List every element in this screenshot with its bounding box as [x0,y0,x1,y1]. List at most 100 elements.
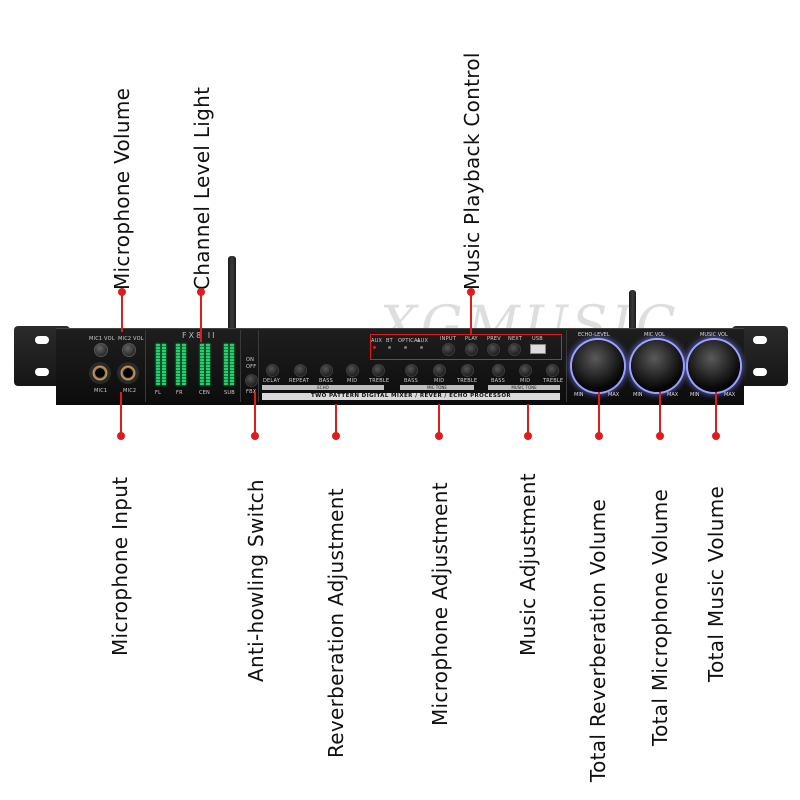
music-mid-button[interactable] [519,364,532,377]
level-led [200,377,204,379]
level-led [156,365,160,367]
level-led [206,365,210,367]
playback-play-label: PLAY [465,336,478,342]
level-led [224,374,228,376]
level-led [162,356,166,358]
level-led [230,377,234,379]
mic2-volume-knob[interactable] [122,343,136,357]
music-treble-button[interactable] [546,364,559,377]
echo-level-knob[interactable] [572,340,624,392]
echo-treble-label: TREBLE [369,378,390,384]
level-led [182,371,186,373]
input-button[interactable] [442,343,455,356]
mic-vol-knob[interactable] [631,340,683,392]
level-led [200,359,204,361]
playback-usb-label: USB [532,336,543,342]
level-led [200,371,204,373]
level-led [162,359,166,361]
mic1-vol-label: MIC1 VOL [89,336,115,342]
echo-delay-button[interactable] [266,364,279,377]
level-led [206,371,210,373]
level-led-column [230,344,234,386]
next-button[interactable] [508,343,521,356]
level-led [156,380,160,382]
prev-button[interactable] [487,343,500,356]
anti-howling-switch[interactable] [245,374,258,387]
brand-logo: FX8 II [182,331,217,340]
label-microphone-volume: Microphone Volume [110,87,134,290]
level-led [156,359,160,361]
level-led [162,344,166,346]
level-led [162,347,166,349]
level-led [182,350,186,352]
level-led-column [176,344,180,386]
level-led [176,365,180,367]
music-vol-max: MAX [724,392,736,398]
mic-treble-label: TREBLE [457,378,478,384]
level-led [176,359,180,361]
mic2-jack[interactable] [117,362,139,384]
mic-mid-button[interactable] [433,364,446,377]
echo-treble-button[interactable] [372,364,385,377]
level-led [224,359,228,361]
level-led [230,344,234,346]
level-led-column [224,344,228,386]
label-music-adjustment: Music Adjustment [516,473,540,656]
indicator-bt: BT [386,338,393,344]
level-led [176,383,180,385]
level-led [162,383,166,385]
level-led [176,350,180,352]
echo-repeat-label: REPEAT [289,378,310,384]
tick-microphone-adjustment [435,404,443,440]
usb-port[interactable] [530,344,546,354]
level-led [206,344,210,346]
playback-control-highlight [370,334,562,360]
level-led [230,353,234,355]
play-button[interactable] [465,343,478,356]
echo-repeat-button[interactable] [294,364,307,377]
level-led [182,347,186,349]
mic-treble-button[interactable] [461,364,474,377]
level-led [206,380,210,382]
label-music-playback-control: Music Playback Control [460,52,484,290]
mic-bass-button[interactable] [405,364,418,377]
level-led-column [206,344,210,386]
level-led [176,353,180,355]
level-led [176,347,180,349]
label-anti-howling-switch: Anti-howling Switch [244,479,268,682]
music-vol-knob[interactable] [688,340,740,392]
level-led [230,371,234,373]
music-vol-knob-label: MUSIC VOL [700,332,728,338]
level-led-column [156,344,160,386]
label-reverberation-adjustment: Reverberation Adjustment [324,488,348,758]
tick-channel-level-light [197,288,205,342]
echo-bass-button[interactable] [320,364,333,377]
level-led [156,371,160,373]
level-led [182,359,186,361]
level-led [182,380,186,382]
level-led [156,368,160,370]
level-led [206,377,210,379]
level-led [182,356,186,358]
level-led [230,374,234,376]
tick-music-playback-control [467,288,475,334]
level-led [200,383,204,385]
echo-bass-label: BASS [319,378,333,384]
tick-music-adjustment [524,404,532,440]
level-led [156,374,160,376]
level-led [224,353,228,355]
mic1-volume-knob[interactable] [94,343,108,357]
level-led [156,362,160,364]
level-led [182,353,186,355]
label-total-music-volume: Total Music Volume [704,485,728,682]
echo-mid-label: MID [347,378,358,384]
music-bass-button[interactable] [492,364,505,377]
processor-title-strip: TWO PATTERN DIGITAL MIXER / REVER / ECHO… [262,393,560,400]
echo-mid-button[interactable] [346,364,359,377]
level-led [200,347,204,349]
mic1-jack[interactable] [89,362,111,384]
mic-bass-label: BASS [404,378,418,384]
echo-level-min: MIN [574,392,584,398]
music-mid-label: MID [520,378,531,384]
level-led [206,359,210,361]
